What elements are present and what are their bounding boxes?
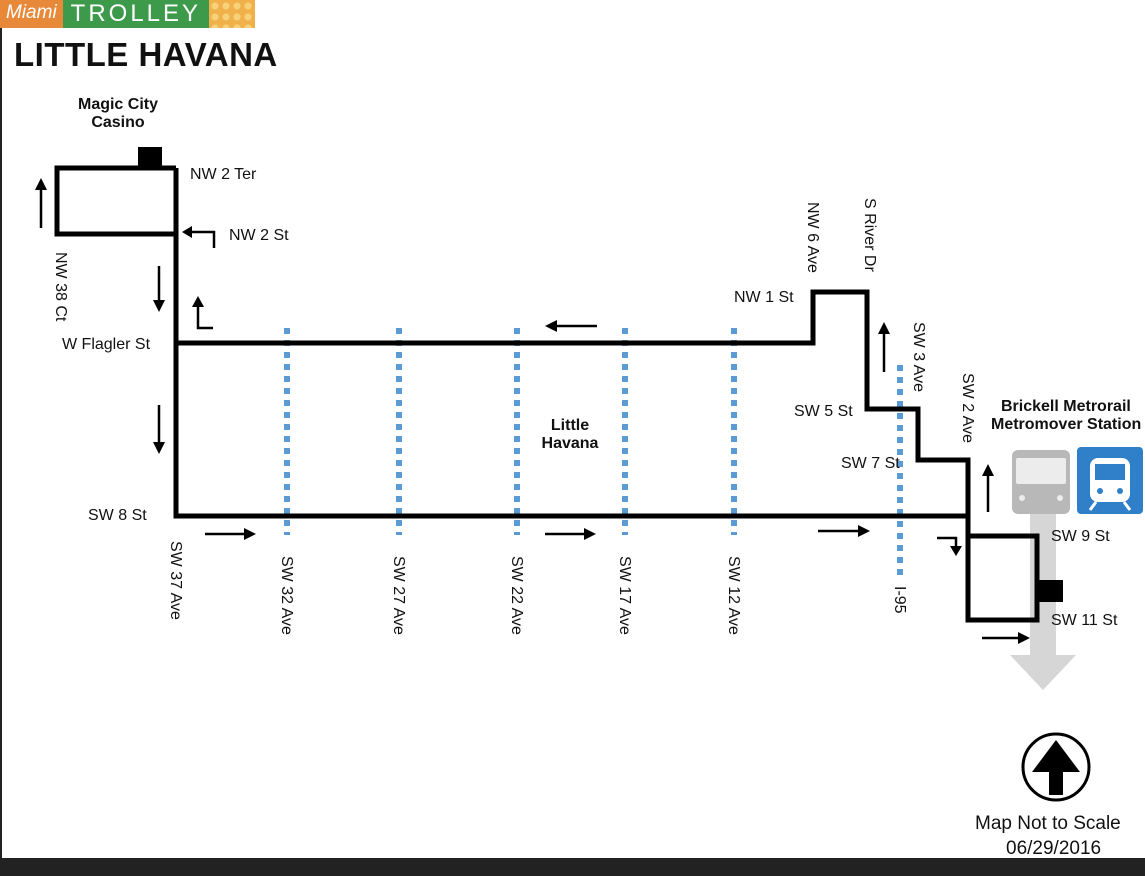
logo-text-trolley: TROLLEY	[62, 0, 210, 28]
street-label-nw-6-ave: NW 6 Ave	[804, 202, 821, 273]
logo-pattern	[209, 0, 256, 28]
street-label-sw-3-ave: SW 3 Ave	[910, 322, 927, 392]
street-label-nw-1-st: NW 1 St	[734, 289, 794, 306]
street-label-nw-2-st: NW 2 St	[229, 227, 289, 244]
street-label-sw-5-st: SW 5 St	[794, 403, 853, 420]
bus-icon	[1012, 450, 1070, 514]
street-label-nw-38-ct: NW 38 Ct	[52, 252, 69, 322]
street-label-sw-9-st: SW 9 St	[1051, 528, 1110, 545]
route-east-loop	[176, 289, 1040, 623]
street-label-sw-11-st: SW 11 St	[1051, 612, 1118, 629]
north-arrow-icon	[1021, 732, 1091, 802]
frame-edge	[0, 28, 2, 858]
miami-trolley-logo: Miami TROLLEY	[0, 0, 256, 28]
street-label-nw-2-ter: NW 2 Ter	[190, 166, 257, 183]
brickell-label: Brickell Metrorail Metromover Station	[991, 398, 1141, 434]
trolley-route	[54, 165, 1040, 623]
south-direction-arrow	[1010, 500, 1076, 690]
brickell-label-line1: Brickell Metrorail	[1001, 398, 1131, 415]
casino-stop-marker	[138, 147, 162, 169]
street-label-sw-22-ave: SW 22 Ave	[508, 556, 525, 635]
street-label-sw-27-ave: SW 27 Ave	[390, 556, 407, 635]
cross-streets	[284, 328, 903, 580]
neighborhood-label-line2: Havana	[541, 435, 599, 452]
street-label-sw-37-ave: SW 37 Ave	[167, 541, 184, 620]
street-label-sw-8-st: SW 8 St	[88, 507, 147, 524]
street-label-s-river-dr: S River Dr	[861, 198, 878, 272]
street-label-sw-32-ave: SW 32 Ave	[278, 556, 295, 635]
street-label-sw-17-ave: SW 17 Ave	[616, 556, 633, 635]
scale-note: Map Not to Scale	[975, 813, 1121, 834]
logo-text-miami: Miami	[0, 0, 63, 28]
route-west-south	[173, 168, 968, 519]
direction-arrows	[35, 178, 1030, 644]
route-casino-loop	[54, 165, 176, 237]
street-label-i-95: I-95	[891, 586, 908, 614]
page-title: LITTLE HAVANA	[14, 36, 278, 73]
street-label-w-flagler-st: W Flagler St	[62, 336, 151, 353]
street-label-sw-7-st: SW 7 St	[841, 455, 900, 472]
brickell-label-line2: Metromover Station	[991, 416, 1142, 433]
bottom-bar	[0, 858, 1145, 876]
map-date: 06/29/2016	[1006, 838, 1102, 859]
brickell-stop-marker	[1037, 580, 1063, 602]
casino-label-line1: Magic City	[77, 96, 158, 113]
metromover-icon	[1077, 447, 1143, 514]
neighborhood-label-line1: Little	[550, 417, 590, 434]
casino-label-line2: Casino	[91, 114, 145, 131]
casino-label: Magic City Casino	[73, 96, 163, 132]
neighborhood-label: Little Havana	[531, 417, 609, 453]
street-label-sw-2-ave: SW 2 Ave	[959, 373, 976, 443]
street-label-sw-12-ave: SW 12 Ave	[725, 556, 742, 635]
